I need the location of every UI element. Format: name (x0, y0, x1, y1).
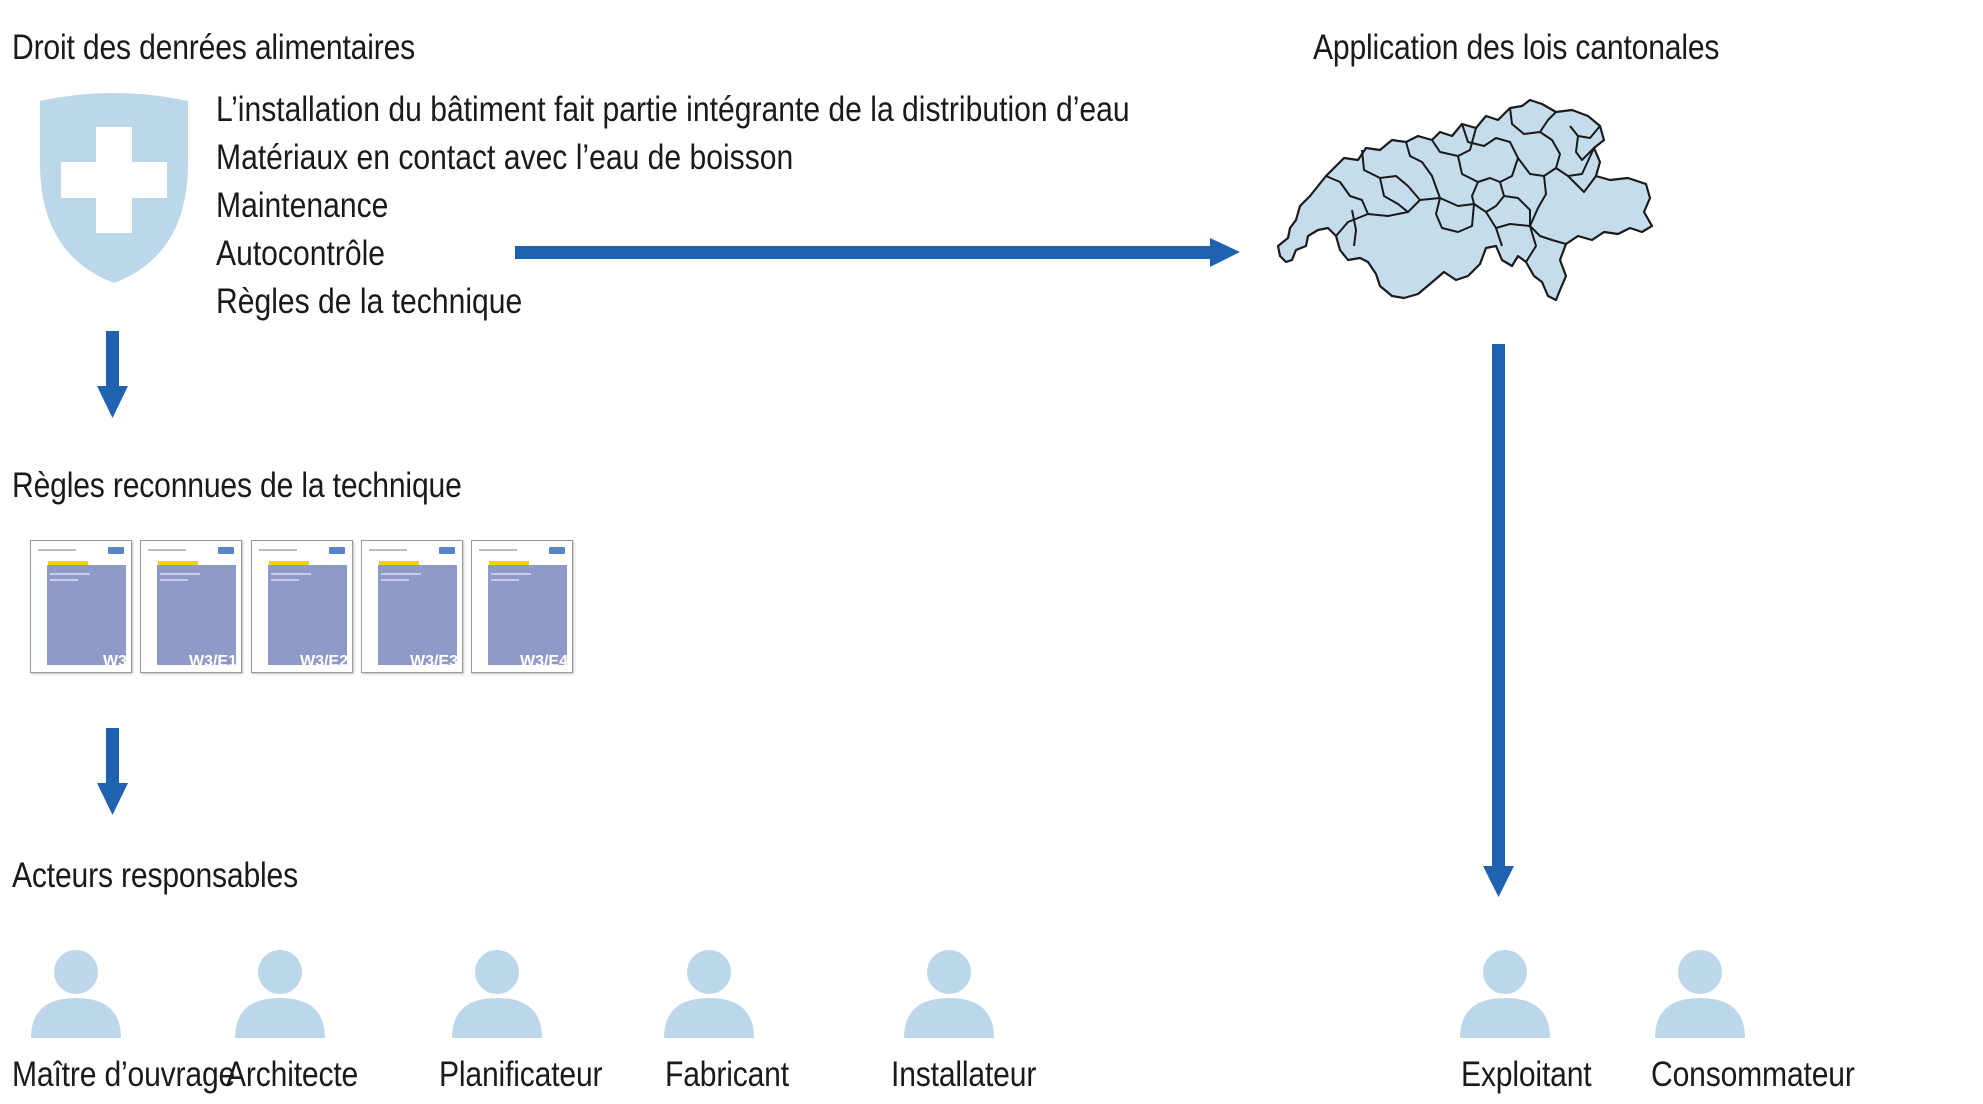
requirement-item: Règles de la technique (216, 282, 523, 321)
requirement-item: Maintenance (216, 186, 389, 225)
person-icon (1655, 950, 1745, 1038)
document-w3: W3 (30, 540, 132, 673)
person-icon (235, 950, 325, 1038)
person-icon (1460, 950, 1550, 1038)
arrow-cantonal-to-operators (1483, 344, 1514, 897)
document-code: W3/E3 (409, 653, 458, 670)
arrow-food-law-to-rules (97, 331, 128, 418)
document-w3-e1: W3/E1 (140, 540, 242, 673)
document-w3-e2: W3/E2 (251, 540, 353, 673)
document-w3-e3: W3/E3 (361, 540, 463, 673)
actor-label-architecte: Architecte (226, 1055, 359, 1094)
actors-title: Acteurs responsables (12, 856, 299, 895)
cantonal-title: Application des lois cantonales (1313, 28, 1720, 67)
document-code: W3/E2 (299, 653, 348, 670)
person-icon (452, 950, 542, 1038)
document-code: W3 (103, 653, 127, 670)
actor-label-fabricant: Fabricant (665, 1055, 789, 1094)
actor-label-planificateur: Planificateur (439, 1055, 603, 1094)
rules-title: Règles reconnues de la technique (12, 466, 462, 505)
person-icon (31, 950, 121, 1038)
actor-label-installateur: Installateur (891, 1055, 1037, 1094)
arrow-food-law-to-cantonal (515, 238, 1240, 267)
requirement-item: Matériaux en contact avec l’eau de boiss… (216, 138, 794, 177)
arrow-rules-to-actors (97, 728, 128, 815)
person-icon (904, 950, 994, 1038)
actor-label-exploitant: Exploitant (1461, 1055, 1592, 1094)
requirement-item: Autocontrôle (216, 234, 386, 273)
document-w3-e4: W3/E4 (471, 540, 573, 673)
requirements-list: L’installation du bâtiment fait partie i… (216, 86, 1278, 326)
document-code: W3/E4 (519, 653, 568, 670)
switzerland-map-icon (1276, 98, 1654, 302)
actor-label-maitre-ouvrage: Maître d’ouvrage (12, 1055, 236, 1094)
actor-label-consommateur: Consommateur (1651, 1055, 1855, 1094)
swiss-shield-icon (40, 93, 188, 283)
food-law-title: Droit des denrées alimentaires (12, 28, 416, 67)
person-icon (664, 950, 754, 1038)
requirement-item: L’installation du bâtiment fait partie i… (216, 90, 1130, 129)
document-code: W3/E1 (188, 653, 237, 670)
